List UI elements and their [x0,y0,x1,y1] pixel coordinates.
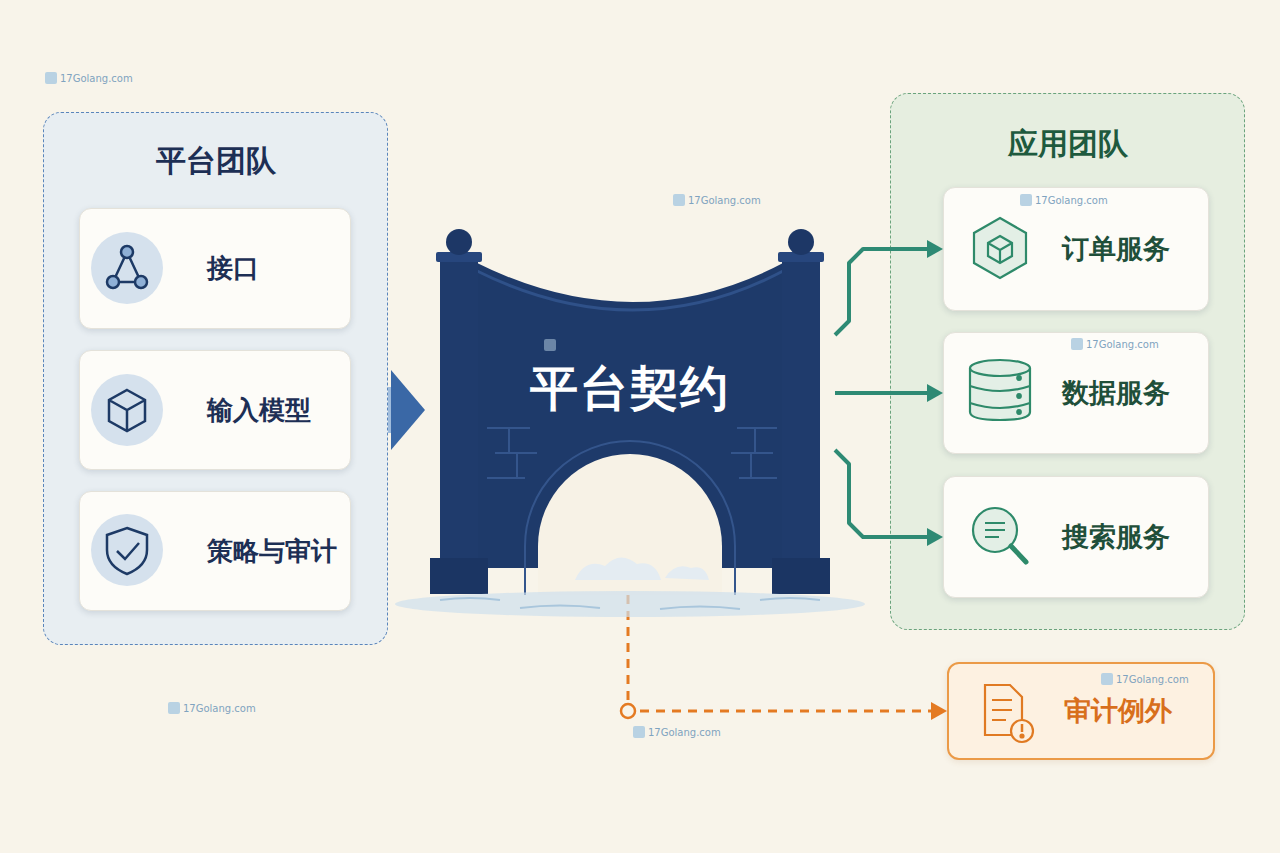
service-box: 搜索服务 [943,476,1209,598]
connector [835,391,927,395]
service-box: 数据服务 [943,332,1209,454]
watermark-icon [633,726,645,738]
node-label: 审计例外 [1064,693,1172,729]
capability-box: 接口 [79,208,351,329]
node-label: 输入模型 [207,393,311,428]
node-label: 订单服务 [1062,231,1170,267]
cloud [575,557,709,580]
left-pillar [440,252,478,564]
watermark-icon [673,194,685,206]
gate-node: 平台契约 [425,228,835,595]
right-base [772,558,830,594]
right-pillar-ball [788,229,814,255]
watermark: 17Golang.com [60,73,133,84]
water-ripples [440,598,820,609]
group-heading: 应用团队 [891,124,1244,164]
team-group: 平台团队接口输入模型策略与审计 [43,112,388,645]
capability-box: 策略与审计 [79,491,351,611]
node-label: 策略与审计 [207,534,337,569]
connector [628,595,931,711]
left-base [430,558,488,594]
watermark: 17Golang.com [1035,195,1108,206]
right-pillar [782,252,820,564]
arch-ring [525,441,735,595]
watermark: 17Golang.com [688,195,761,206]
watermark: 17Golang.com [648,727,721,738]
left-pillar-ball [446,229,472,255]
watermark-icon [168,702,180,714]
branch-point [621,704,635,718]
gate-rim [475,270,785,310]
watermark: 17Golang.com [183,703,256,714]
node-label: 接口 [207,251,259,286]
node-label: 数据服务 [1062,375,1170,411]
watermark-icon [45,72,57,84]
watermark: 17Golang.com [1116,674,1189,685]
team-group: 应用团队订单服务数据服务搜索服务 [890,93,1245,630]
arch-opening [538,454,722,595]
watermark: 17Golang.com [1086,339,1159,350]
node-label: 搜索服务 [1062,519,1170,555]
group-heading: 平台团队 [44,141,387,181]
node-label: 平台契约 [425,360,835,416]
capability-box: 输入模型 [79,350,351,470]
connector [388,387,391,433]
